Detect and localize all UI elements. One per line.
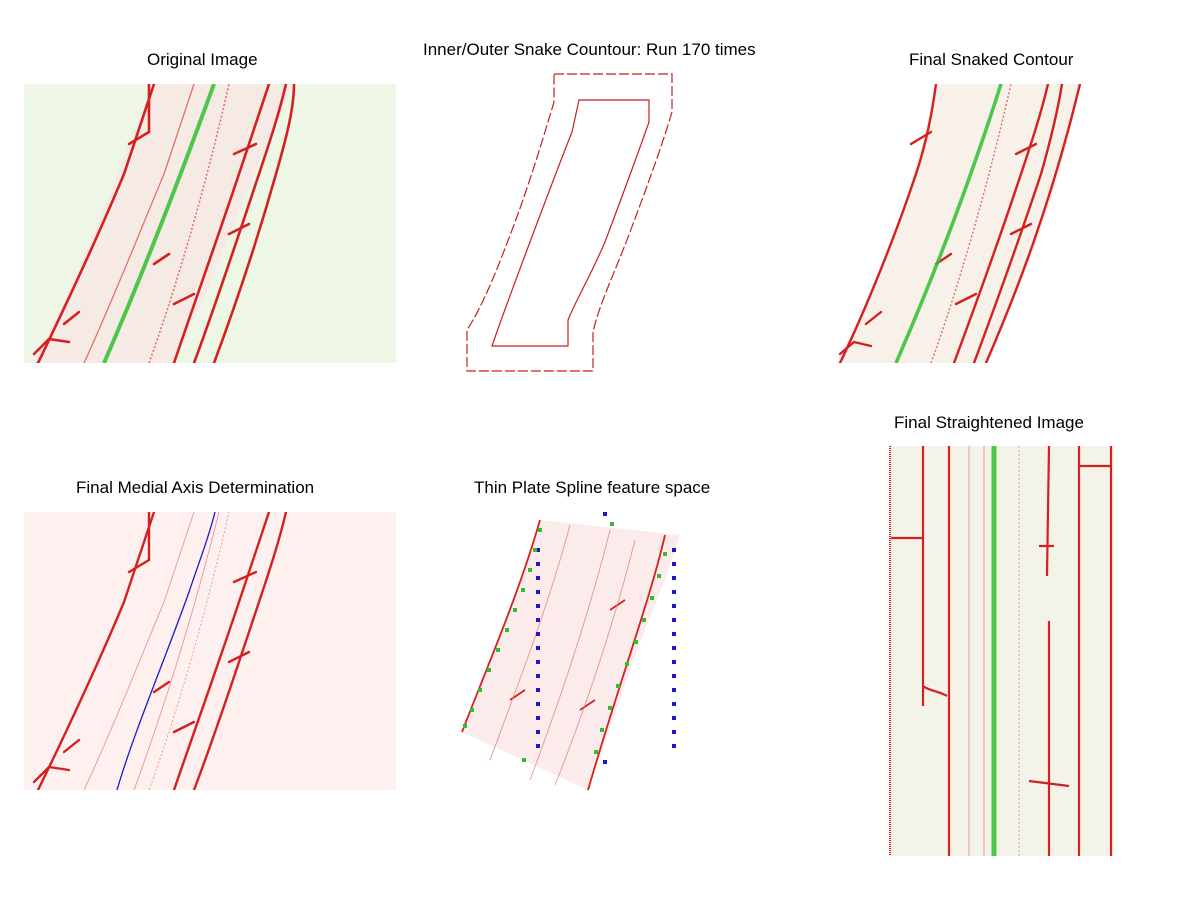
title-straightened-image: Final Straightened Image	[894, 413, 1084, 432]
original-image-panel	[24, 84, 396, 363]
snake-contour-panel	[460, 72, 680, 374]
medial-axis-panel	[24, 512, 396, 790]
straightened-image-panel	[889, 446, 1114, 856]
title-tps-feature-space: Thin Plate Spline feature space	[474, 478, 711, 497]
title-medial-axis: Final Medial Axis Determination	[76, 478, 315, 497]
final-snaked-contour-panel	[836, 84, 1082, 363]
tps-panel	[460, 510, 692, 792]
title-final-snaked-contour: Final Snaked Contour	[909, 50, 1074, 69]
title-snake-contour: Inner/Outer Snake Countour: Run 170 time…	[423, 40, 756, 59]
title-original-image: Original Image	[147, 50, 258, 69]
medial-axis-line	[116, 512, 216, 790]
